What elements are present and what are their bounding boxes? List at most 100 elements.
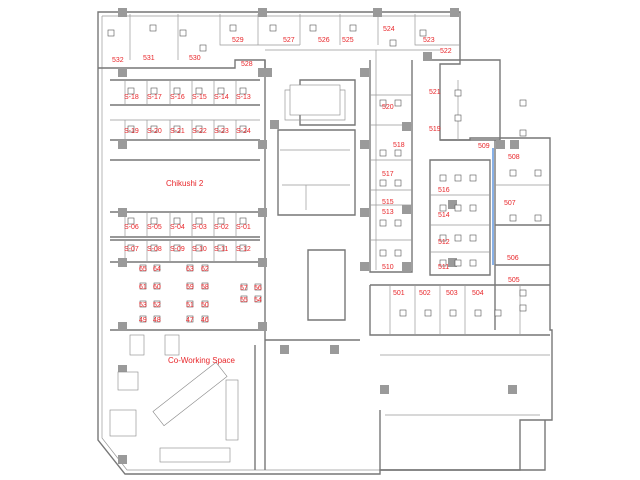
seat-label: 47	[186, 317, 194, 324]
structural-column	[360, 68, 369, 77]
chair	[469, 204, 477, 212]
chair	[153, 315, 161, 323]
chair	[153, 264, 161, 272]
chair	[454, 89, 462, 97]
chair	[199, 44, 207, 52]
structural-column	[258, 208, 267, 217]
room-label: 502	[419, 290, 431, 297]
structural-column	[510, 140, 519, 149]
chair	[217, 125, 225, 133]
chair	[217, 87, 225, 95]
booth-label: S-02	[214, 224, 229, 231]
chair	[439, 259, 447, 267]
chair	[239, 244, 247, 252]
chair	[153, 282, 161, 290]
seat-label: 65	[139, 266, 147, 273]
room-label: 520	[382, 104, 394, 111]
booth-label: S-17	[147, 94, 162, 101]
structural-column	[402, 122, 411, 131]
chair	[239, 125, 247, 133]
structural-column	[258, 258, 267, 267]
chair	[195, 244, 203, 252]
chair	[254, 295, 262, 303]
seat-label: 62	[201, 266, 209, 273]
structural-column	[258, 322, 267, 331]
seat-label: 51	[186, 302, 194, 309]
chair	[173, 217, 181, 225]
chair	[201, 315, 209, 323]
chair	[519, 289, 527, 297]
seat-label: 61	[139, 284, 147, 291]
booth-label: S-07	[124, 246, 139, 253]
chair	[201, 300, 209, 308]
chair	[454, 174, 462, 182]
chair	[474, 309, 482, 317]
room-label: 531	[143, 55, 155, 62]
booth-label: S-19	[124, 128, 139, 135]
columns	[118, 8, 519, 464]
chair	[454, 259, 462, 267]
room-label: 504	[472, 290, 484, 297]
chair	[239, 87, 247, 95]
chair	[509, 169, 517, 177]
chair	[309, 24, 317, 32]
chair	[399, 309, 407, 317]
seat-label: 56	[254, 285, 262, 292]
structural-column	[118, 365, 127, 374]
room-label: 506	[507, 255, 519, 262]
chair	[127, 217, 135, 225]
chair	[150, 87, 158, 95]
chair	[150, 125, 158, 133]
chair	[179, 29, 187, 37]
chair	[201, 264, 209, 272]
booth-label: S-01	[236, 224, 251, 231]
structural-column	[330, 345, 339, 354]
chair	[217, 244, 225, 252]
booth-label: S-05	[147, 224, 162, 231]
room-label: 517	[382, 171, 394, 178]
structural-column	[448, 258, 457, 267]
chair	[389, 39, 397, 47]
room-label: 513	[382, 209, 394, 216]
chair	[394, 99, 402, 107]
chair	[269, 24, 277, 32]
chair	[173, 125, 181, 133]
chair	[153, 300, 161, 308]
area-chikushi-2: Chikushi 2	[166, 179, 204, 188]
chair	[173, 87, 181, 95]
seat-label: 60	[153, 284, 161, 291]
furniture	[107, 24, 542, 463]
booth-label: S-20	[147, 128, 162, 135]
chair	[139, 282, 147, 290]
walls	[97, 11, 553, 475]
chair	[240, 283, 248, 291]
booth-label: S-24	[236, 128, 251, 135]
room-label: 525	[342, 37, 354, 44]
booth-label: S-15	[192, 94, 207, 101]
room-label: 516	[438, 187, 450, 194]
chair	[127, 125, 135, 133]
chair	[454, 114, 462, 122]
chair	[229, 24, 237, 32]
chair	[127, 244, 135, 252]
chair	[379, 149, 387, 157]
chair	[449, 309, 457, 317]
seat-label: 55	[240, 297, 248, 304]
chair	[150, 217, 158, 225]
structural-column	[380, 385, 389, 394]
seat-label: 58	[201, 284, 209, 291]
seat-label: 48	[153, 317, 161, 324]
room-label: 512	[438, 239, 450, 246]
structural-column	[402, 205, 411, 214]
booth-label: S-09	[170, 246, 185, 253]
room-label: 510	[382, 264, 394, 271]
structural-column	[258, 68, 267, 77]
structural-column	[118, 68, 127, 77]
chair	[195, 217, 203, 225]
room-label: 524	[383, 26, 395, 33]
room-label: 526	[318, 37, 330, 44]
chair	[454, 234, 462, 242]
structural-column	[360, 208, 369, 217]
structural-column	[258, 8, 267, 17]
